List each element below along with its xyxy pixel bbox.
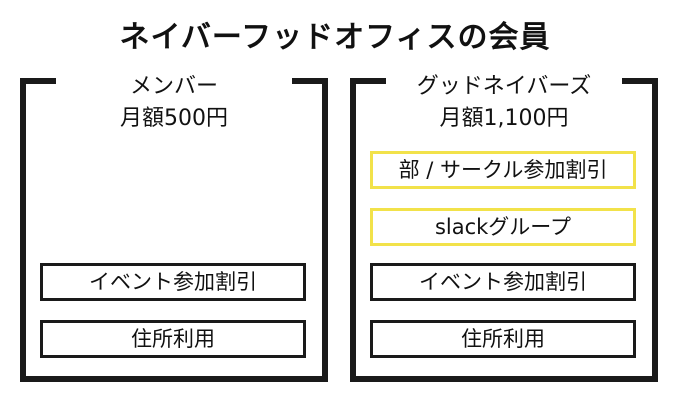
frame-bottom-edge — [350, 376, 658, 382]
benefit-event-discount: イベント参加割引 — [370, 263, 636, 301]
plan-price: 月額500円 — [120, 106, 228, 131]
benefit-address-use: 住所利用 — [370, 320, 636, 358]
frame-right-edge — [322, 78, 328, 382]
diagram-title: ネイバーフッドオフィスの会員 — [119, 20, 551, 55]
benefit-address-use: 住所利用 — [40, 320, 306, 358]
frame-top-right-edge — [292, 78, 328, 84]
plan-name: メンバー — [129, 74, 218, 99]
frame-top-right-edge — [622, 78, 658, 84]
benefit-event-discount: イベント参加割引 — [40, 263, 306, 301]
plan-good-neighbors: グッドネイバーズ 月額1,100円 部 / サークル参加割引 slackグループ… — [350, 74, 658, 382]
frame-bottom-edge — [20, 376, 328, 382]
plan-price: 月額1,100円 — [439, 106, 569, 131]
benefit-club-circle-discount: 部 / サークル参加割引 — [370, 151, 636, 189]
frame-left-edge — [20, 78, 26, 382]
frame-right-edge — [652, 78, 658, 382]
benefit-slack-group: slackグループ — [370, 208, 636, 246]
frame-top-left-edge — [350, 78, 386, 84]
frame-left-edge — [350, 78, 356, 382]
frame-top-left-edge — [20, 78, 56, 84]
plan-member: メンバー 月額500円 イベント参加割引 住所利用 — [20, 74, 328, 382]
plan-name: グッドネイバーズ — [416, 74, 592, 99]
